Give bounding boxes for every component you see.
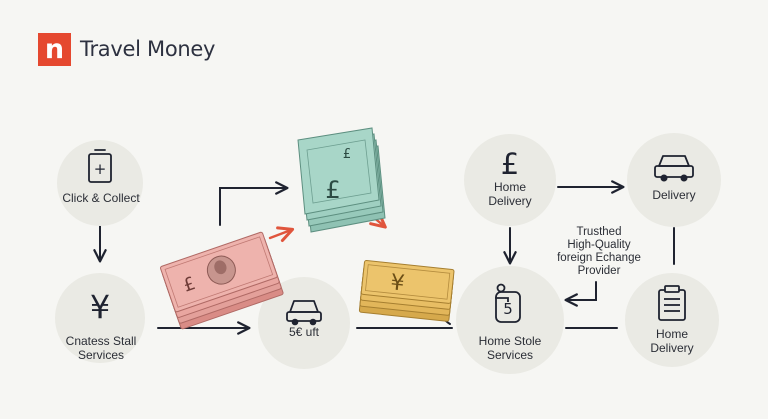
yen-stack-yellow: ¥ (358, 260, 455, 322)
connectors (93, 180, 675, 335)
node-circles (55, 133, 721, 374)
circle-home-stole (456, 266, 564, 374)
car-icon (286, 300, 322, 326)
person-5-icon: 5 (495, 283, 521, 323)
svg-text:+: + (94, 160, 107, 178)
trusted-provider-note: Trusthed High-Quality foreign Echange Pr… (557, 226, 641, 277)
battery-plus-icon: + (88, 149, 112, 183)
circle-euro-uft (258, 277, 350, 369)
pound-icon: £ (501, 147, 519, 181)
circle-home-delivery-top (464, 134, 556, 226)
label-delivery: Delivery (652, 188, 696, 202)
label-euro-uft: 5€ uft (288, 325, 320, 339)
svg-text:£: £ (325, 176, 340, 204)
red-arrow-pink-to-teal (268, 226, 295, 242)
label-cnatess-stall: Cnatess Stall Services (65, 334, 137, 362)
brand-name: Travel Money (80, 37, 216, 61)
arrow-note-to-home-stole (564, 281, 597, 307)
circle-click-collect (57, 140, 143, 226)
pound-stack-pink: £ (160, 231, 284, 330)
circle-delivery (627, 133, 721, 227)
car-icon (654, 155, 694, 182)
brand: n Travel Money (38, 32, 215, 66)
label-home-delivery-top: Home Delivery (488, 180, 532, 208)
label-home-stole: Home Stole Services (478, 334, 542, 362)
svg-text:£: £ (343, 147, 351, 162)
label-click-collect: Click & Collect (62, 191, 140, 205)
brand-logo-icon: n (38, 32, 71, 66)
yen-icon: ¥ (90, 288, 110, 326)
label-home-delivery-bottom: Home Delivery (650, 327, 694, 355)
arrow-to-teal-stack (219, 181, 289, 226)
svg-text:5: 5 (503, 300, 513, 318)
clipboard-icon (658, 285, 686, 321)
svg-text:¥: ¥ (389, 270, 406, 296)
pound-stack-teal: £ £ (297, 127, 386, 233)
circle-cnatess-stall (55, 273, 145, 363)
